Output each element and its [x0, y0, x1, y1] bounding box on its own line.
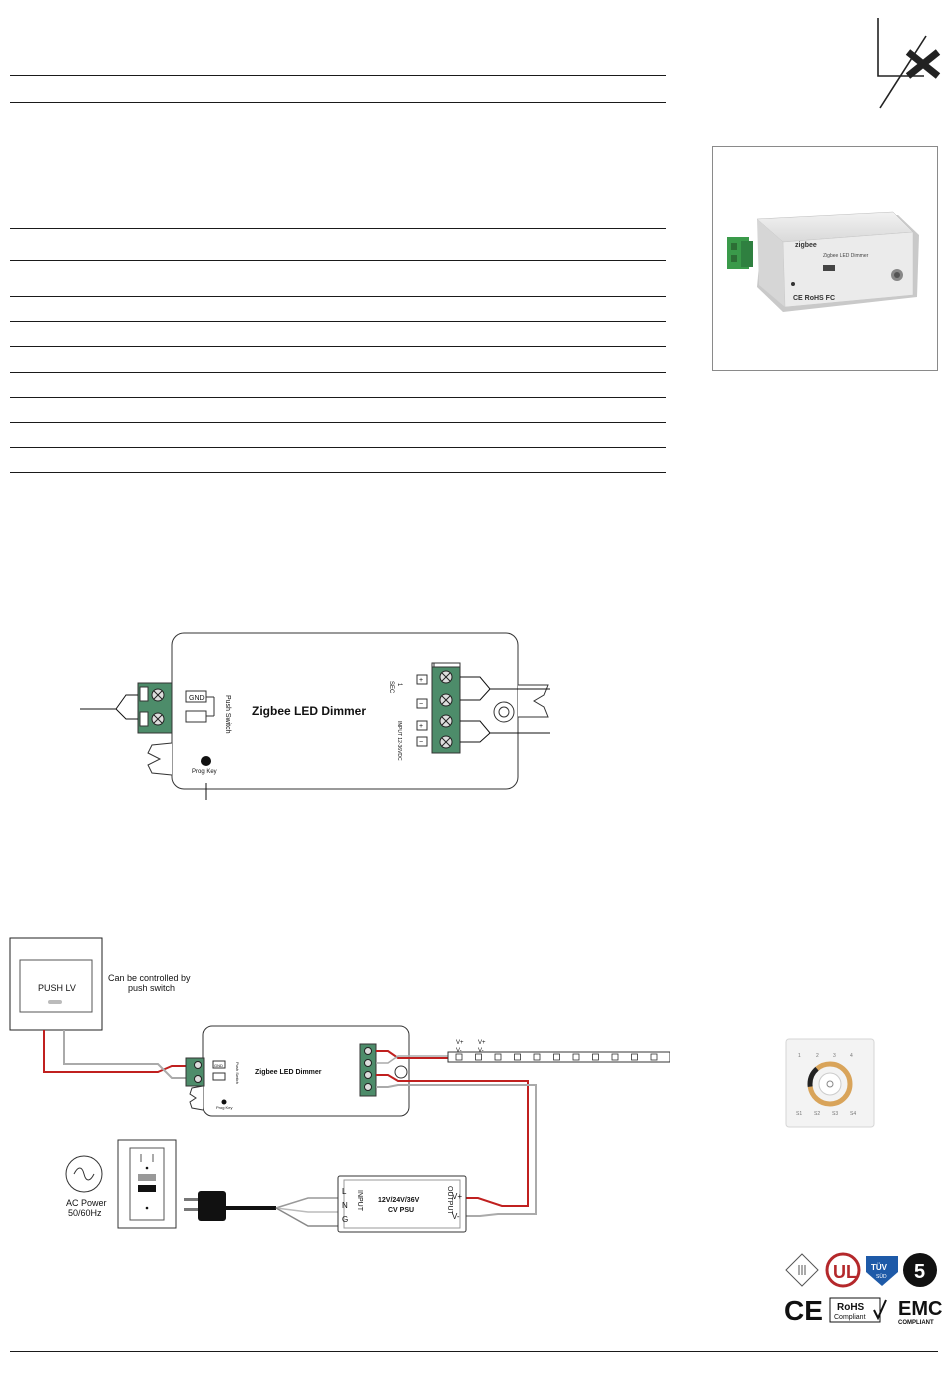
ac-power-label-1: AC Power — [66, 1198, 107, 1208]
warranty-icon — [903, 1253, 937, 1287]
table-rule-7 — [10, 397, 666, 398]
psu-g-label: G — [342, 1215, 348, 1224]
rohs-sub-label: Compliant — [834, 1314, 866, 1321]
photo-marks-label: CE RoHS FC — [793, 295, 835, 302]
led-chip — [533, 1053, 541, 1061]
strip-vplus-1: V+ — [456, 1040, 464, 1046]
controlled-note-2: push switch — [128, 983, 175, 993]
table-rule-9 — [10, 447, 666, 448]
led-chip — [592, 1053, 599, 1061]
led-chip — [553, 1053, 560, 1061]
led-chip — [611, 1053, 619, 1061]
led-chip — [514, 1053, 521, 1061]
table-rule-8 — [10, 422, 666, 423]
terminal-plus-2: + — [419, 723, 423, 730]
led-chip — [572, 1053, 580, 1061]
table-rule-6 — [10, 372, 666, 373]
push-lv-label: PUSH LV — [38, 983, 76, 993]
scene-label-3: S3 — [832, 1111, 838, 1117]
strip-vminus-1: V- — [456, 1048, 462, 1054]
tuv-icon — [866, 1256, 898, 1286]
table-rule-3 — [10, 296, 666, 297]
terminal-minus-1: − — [419, 701, 423, 708]
terminal-minus-2: − — [419, 739, 423, 746]
psu-output-label: OUTPUT — [446, 1186, 453, 1216]
psu-l-label: L — [342, 1187, 347, 1196]
scene-label-4: S4 — [850, 1111, 856, 1117]
app-device-label: Zigbee LED Dimmer — [255, 1069, 322, 1076]
controlled-note-1: Can be controlled by — [108, 973, 191, 983]
rohs-icon — [829, 1297, 881, 1323]
scene-label-2: S2 — [814, 1111, 820, 1117]
led-chip — [455, 1053, 463, 1061]
app-prog-key-label: Prog Key — [216, 1105, 232, 1110]
prog-key-button — [201, 756, 211, 766]
certification-marks: UL TÜV SÜD 5 CE RoHS Compliant EMC COMPL… — [784, 1252, 942, 1326]
strip-vminus-2: V- — [478, 1048, 484, 1054]
ul-icon — [825, 1252, 861, 1288]
wiring-device-label: Zigbee LED Dimmer — [252, 704, 366, 718]
tuv-label: TÜV — [871, 1263, 888, 1272]
wiring-sec-label: SEC — [388, 681, 394, 694]
photo-brand-label: zigbee — [795, 242, 817, 249]
application-diagram: PUSH LV Can be controlled by push switch… — [9, 937, 670, 1233]
ce-mark: CE — [784, 1295, 823, 1326]
app-gnd-label: GND — [214, 1063, 223, 1068]
tuv-sub-label: SÜD — [876, 1273, 887, 1280]
warranty-label: 5 — [914, 1261, 925, 1283]
wiring-push-switch-label: Push Switch — [224, 695, 231, 734]
psu-vminus-label: V- — [452, 1212, 460, 1221]
terminal-plus-1: + — [419, 677, 423, 684]
table-rule-2 — [10, 260, 666, 261]
zone-label-1: 1 — [798, 1053, 801, 1059]
wiring-prog-key-label: Prog Key — [192, 769, 217, 775]
led-chip — [631, 1053, 638, 1061]
led-chip — [494, 1053, 502, 1061]
zone-label-3: 3 — [833, 1053, 836, 1059]
wiring-diagram: GND Push Switch Zigbee LED Dimmer Prog K… — [80, 632, 550, 800]
ul-label: UL — [833, 1262, 857, 1282]
emc-label: EMC — [898, 1298, 942, 1320]
scene-label-1: S1 — [796, 1111, 802, 1117]
ac-power-label-2: 50/60Hz — [68, 1208, 102, 1218]
table-rule-1 — [10, 228, 666, 229]
brand-logo — [877, 18, 941, 109]
app-push-switch-label: Push Switch — [235, 1062, 240, 1084]
wiring-input-label: INPUT 12-36VDC — [396, 721, 402, 761]
product-photo: zigbee Zigbee LED Dimmer CE RoHS FC — [727, 211, 919, 312]
led-chip — [475, 1053, 482, 1061]
header-rule-top — [10, 75, 666, 76]
photo-model-label: Zigbee LED Dimmer — [823, 253, 869, 259]
zone-label-4: 4 — [850, 1053, 853, 1059]
product-photo-frame: zigbee Zigbee LED Dimmer CE RoHS FC — [712, 146, 938, 371]
psu-input-label: INPUT — [356, 1190, 363, 1212]
rohs-label: RoHS — [837, 1302, 865, 1313]
table-rule-4 — [10, 321, 666, 322]
psu-type-label: CV PSU — [388, 1207, 414, 1214]
psu-n-label: N — [342, 1201, 348, 1210]
zone-label-2: 2 — [816, 1053, 819, 1059]
strip-vplus-2: V+ — [478, 1040, 486, 1046]
led-chip — [650, 1053, 658, 1061]
header-rule-bottom — [10, 102, 666, 103]
table-rule-5 — [10, 346, 666, 347]
psu-vplus-label: V+ — [452, 1192, 462, 1201]
wiring-ch1-label: 1 — [396, 683, 402, 687]
footer-rule — [10, 1351, 938, 1352]
table-rule-10 — [10, 472, 666, 473]
psu-voltage-label: 12V/24V/36V — [378, 1197, 420, 1204]
emc-sub-label: COMPLIANT — [898, 1320, 934, 1326]
wall-panel-photo: 1 2 3 4 S1 S2 S3 S4 — [785, 1038, 875, 1128]
wiring-gnd-label: GND — [189, 695, 205, 702]
